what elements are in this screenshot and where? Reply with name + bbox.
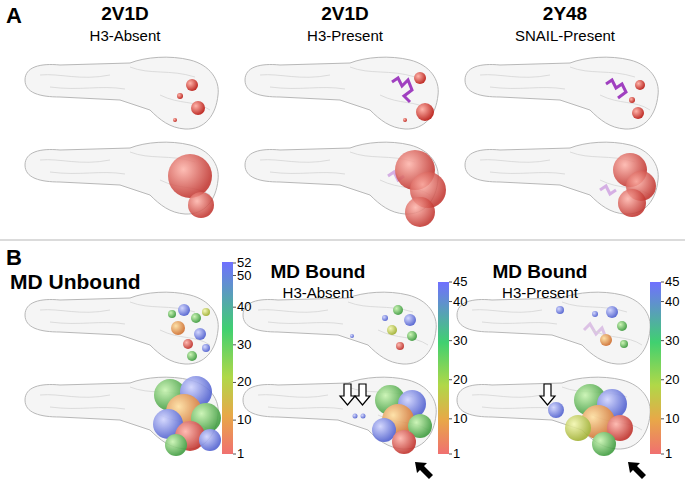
tick-mark (449, 418, 452, 419)
pocket-spheres (395, 72, 656, 227)
colorbar-tick: 40 (453, 295, 467, 309)
panel-letter: B (6, 246, 22, 270)
colorbar-tick: 50 (237, 269, 251, 283)
panel-title: MD Bound (271, 262, 366, 283)
colorbar-tick: 45 (453, 275, 467, 289)
condition-label: H3-Absent (283, 285, 354, 302)
colorbar-tick: 40 (237, 300, 251, 314)
colorbar-tick: 10 (237, 413, 251, 427)
tick-mark (661, 418, 664, 419)
tick-mark (449, 282, 452, 283)
panel-title: MD Unbound (10, 270, 141, 293)
colorbar-tick: 30 (453, 334, 467, 348)
pocket-spheres (168, 79, 214, 218)
colorbar-tick: 1 (237, 447, 244, 461)
tick-mark (233, 382, 236, 383)
colorbar-tick: 10 (453, 412, 467, 426)
condition-label: SNAIL-Present (515, 28, 615, 45)
colorbar-tick: 40 (665, 295, 679, 309)
structure-id: 2Y48 (543, 4, 587, 25)
panel-title: MD Bound (493, 262, 588, 283)
structure-id: 2V1D (321, 4, 369, 25)
protein-surface (25, 57, 658, 214)
tick-mark (449, 340, 452, 341)
tick-mark (449, 379, 452, 380)
colorbar-tick: 20 (665, 373, 679, 387)
colorbar-tick: 45 (665, 275, 679, 289)
tick-mark (449, 454, 452, 455)
structure-id: 2V1D (101, 4, 149, 25)
tick-mark (661, 282, 664, 283)
tick-mark (449, 301, 452, 302)
black-arrow (415, 462, 646, 479)
tick-mark (233, 275, 236, 276)
protein-surface (25, 292, 650, 449)
tick-mark (233, 263, 236, 264)
colorbar-tick: 20 (453, 373, 467, 387)
panel-divider (0, 239, 685, 241)
colorbar-tick: 30 (237, 338, 251, 352)
colorbar-tick: 10 (665, 412, 679, 426)
tick-mark (661, 340, 664, 341)
condition-label: H3-Present (502, 285, 578, 302)
colorbar-tick: 1 (453, 447, 460, 461)
condition-label: H3-Present (307, 28, 383, 45)
colorbar-tick: 20 (237, 375, 251, 389)
color-bar (222, 262, 661, 454)
tick-mark (661, 301, 664, 302)
tick-mark (661, 379, 664, 380)
tick-mark (233, 307, 236, 308)
tick-mark (233, 454, 236, 455)
tick-mark (661, 454, 664, 455)
condition-label: H3-Absent (90, 28, 161, 45)
panel-letter: A (6, 4, 22, 28)
colorbar-tick: 30 (665, 334, 679, 348)
tick-mark (233, 420, 236, 421)
colorbar-tick: 1 (665, 447, 672, 461)
tick-mark (233, 344, 236, 345)
